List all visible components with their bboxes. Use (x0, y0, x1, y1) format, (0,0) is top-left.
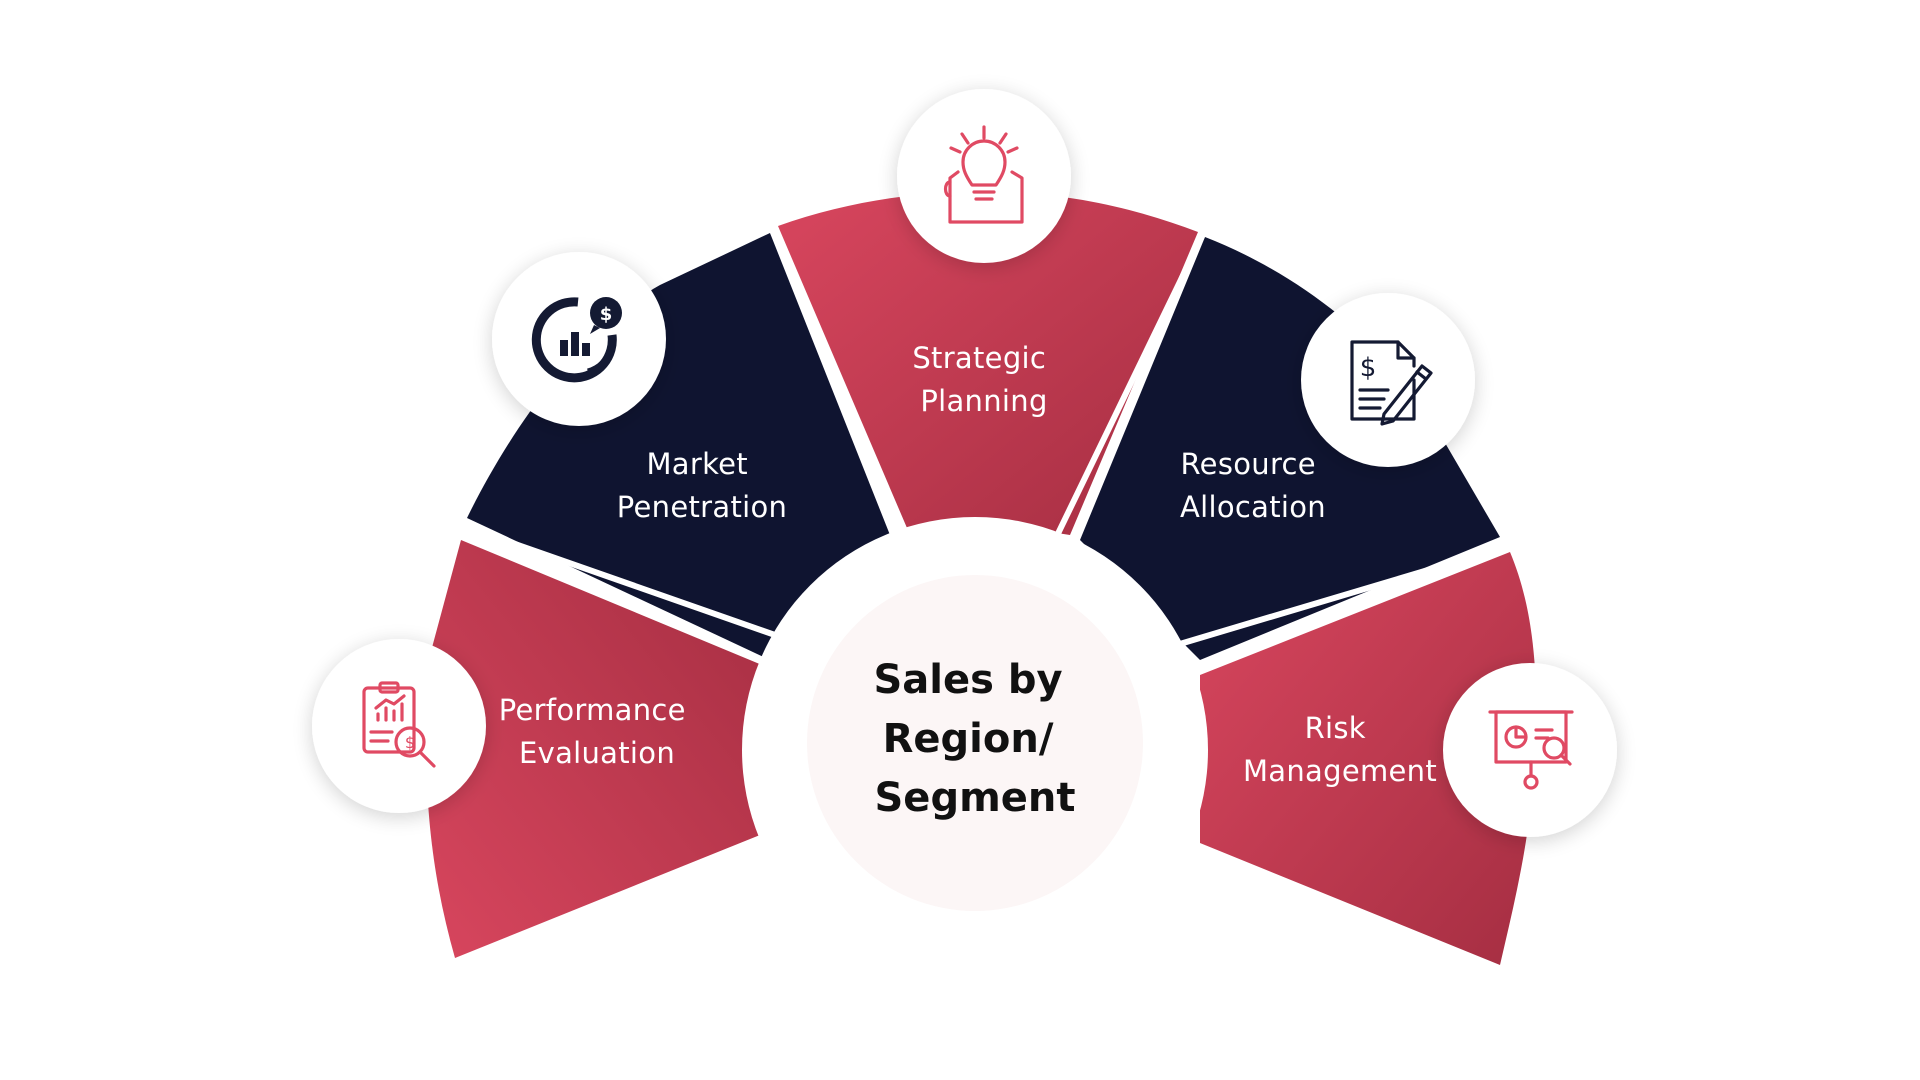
lightbulb-plan-icon (943, 125, 1024, 224)
badge-resource-allocation: $ (1301, 293, 1475, 467)
badge-risk-management (1443, 663, 1617, 837)
svg-text:$: $ (1360, 353, 1377, 383)
label-resource-allocation: Resource Allocation (1180, 447, 1326, 524)
svg-text:$: $ (600, 304, 613, 325)
hub-inner-circle (807, 575, 1143, 911)
badge-performance-evaluation: $ (312, 639, 486, 813)
presentation-board-search-icon (1488, 710, 1574, 790)
chart-dollar-icon: $ (531, 297, 622, 383)
segment-resource-allocation (1080, 237, 1500, 660)
clipboard-dollar-search-icon: $ (362, 681, 436, 768)
hub-title-line-1: Sales by (873, 657, 1062, 703)
invoice-pen-icon: $ (1350, 340, 1433, 426)
label-strategic-planning: Strategic Planning (912, 341, 1055, 418)
label-market-penetration: Market Penetration (617, 447, 787, 524)
segment-risk-management (1200, 552, 1537, 965)
badge-strategic-planning (897, 89, 1071, 263)
hub-title-line-2: Region/ (883, 716, 1054, 762)
badge-market-penetration: $ (492, 252, 666, 426)
segment-performance-evaluation (426, 540, 762, 958)
segment-strategic-planning (778, 191, 1198, 535)
segment-market-penetration (467, 233, 890, 660)
label-performance-evaluation: Performance Evaluation (499, 693, 696, 770)
hub-title: Sales by Region/ Segment (873, 657, 1076, 821)
svg-text:$: $ (405, 733, 415, 752)
label-risk-management: Risk Management (1243, 711, 1437, 788)
hub-title-line-3: Segment (875, 775, 1076, 821)
